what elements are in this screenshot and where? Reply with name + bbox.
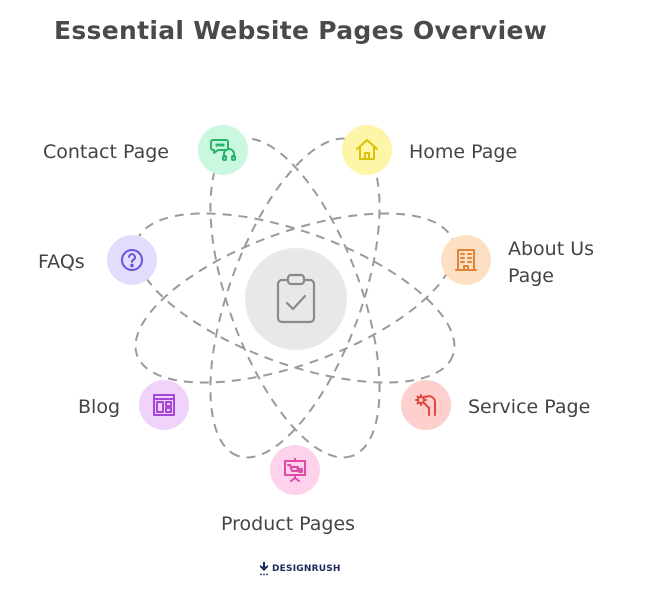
node-home-page[interactable]	[342, 125, 392, 175]
building-icon	[455, 249, 477, 271]
gear-hand-icon	[415, 394, 436, 416]
diagram-title: Essential Website Pages Overview	[54, 16, 548, 45]
label-service-page: Service Page	[468, 396, 591, 418]
label-faqs: FAQs	[38, 251, 85, 273]
label-about-us-line2: Page	[508, 265, 554, 287]
node-blog[interactable]	[139, 380, 189, 430]
designrush-logo-icon	[260, 562, 268, 576]
browser-layout-icon	[153, 394, 175, 416]
label-product-pages: Product Pages	[221, 513, 356, 535]
chat-headset-icon	[210, 139, 236, 161]
label-home-page: Home Page	[409, 141, 518, 163]
question-circle-icon	[121, 249, 143, 271]
node-product-pages[interactable]	[270, 445, 320, 495]
node-contact-page[interactable]	[198, 125, 248, 175]
node-about-us-page[interactable]	[441, 235, 491, 285]
label-blog: Blog	[78, 396, 120, 418]
cart-presentation-icon	[284, 458, 306, 482]
node-service-page[interactable]	[401, 380, 451, 430]
brand-logo: DESIGNRUSH	[259, 562, 341, 576]
home-icon	[356, 139, 378, 160]
brand-name: DESIGNRUSH	[272, 564, 341, 574]
label-about-us-line1: About Us	[508, 238, 595, 260]
label-contact-page: Contact Page	[43, 141, 169, 163]
center-hub	[245, 248, 347, 350]
clipboard-check-icon	[276, 273, 316, 324]
node-faqs[interactable]	[107, 235, 157, 285]
